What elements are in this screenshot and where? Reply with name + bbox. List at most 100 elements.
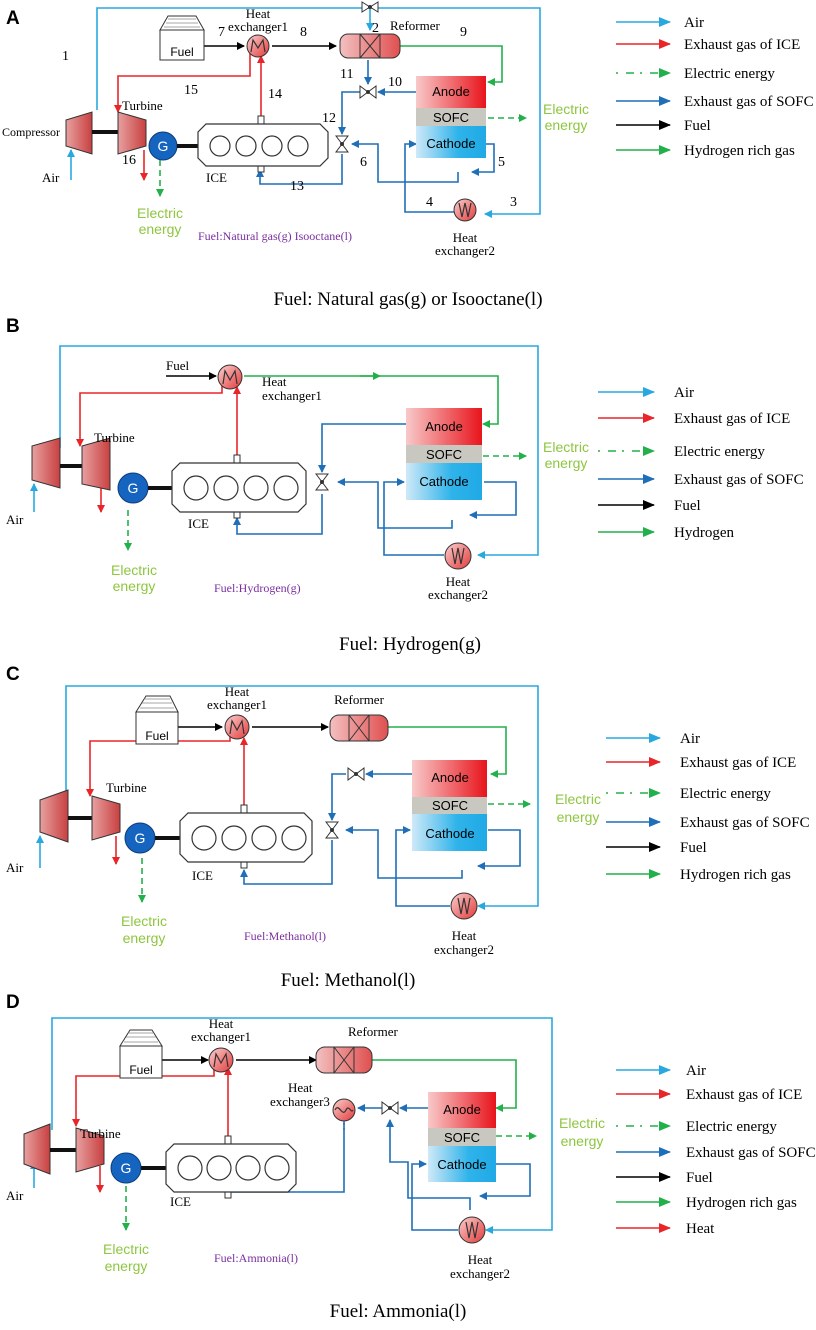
turbine-icon bbox=[91, 795, 121, 841]
reformer-label: Reformer bbox=[348, 1024, 398, 1039]
engine-icon bbox=[171, 454, 307, 519]
electric-energy-left-2: energy bbox=[105, 1258, 148, 1274]
electric-energy-left-1: Electric bbox=[103, 1241, 149, 1257]
heat-exchanger-icon bbox=[453, 198, 477, 222]
ice-label: ICE bbox=[192, 868, 213, 883]
turbine-icon bbox=[75, 1127, 105, 1173]
legend-item: Exhaust gas of SOFC bbox=[680, 815, 810, 831]
turbine-label: Turbine bbox=[80, 1126, 121, 1141]
panel-caption: Fuel: Methanol(l) bbox=[281, 970, 416, 991]
panel-caption: Fuel: Natural gas(g) or Isooctane(l) bbox=[273, 289, 542, 310]
legend-item: Fuel bbox=[674, 498, 701, 514]
reformer-icon bbox=[315, 1046, 373, 1074]
stream-number: 7 bbox=[218, 25, 225, 40]
generator-icon: G bbox=[110, 1152, 142, 1184]
electric-energy-right-1: Electric bbox=[559, 1115, 605, 1131]
hx1-label-2: exchanger1 bbox=[262, 388, 322, 403]
legend-item: Electric energy bbox=[684, 66, 775, 82]
legend-item: Hydrogen rich gas bbox=[684, 143, 795, 159]
hydrogen-lines bbox=[388, 726, 507, 778]
electric-energy-right-2: energy bbox=[561, 1133, 604, 1149]
reformer-label: Reformer bbox=[334, 692, 384, 707]
stream-number: 15 bbox=[184, 83, 198, 98]
hx3-label-2: exchanger3 bbox=[270, 1094, 330, 1109]
panel-letter: D bbox=[6, 992, 20, 1013]
fuel-tank-icon: Fuel bbox=[159, 15, 205, 61]
stream-number: 1 bbox=[62, 49, 69, 64]
stream-number: 8 bbox=[300, 25, 307, 40]
legend-item: Fuel bbox=[680, 840, 707, 856]
air-label: Air bbox=[6, 860, 24, 875]
electric-energy-left-2: energy bbox=[123, 930, 166, 946]
hx1-label-2: exchanger1 bbox=[191, 1029, 251, 1044]
hx2-label-2: exchanger2 bbox=[450, 1266, 510, 1281]
air-lines bbox=[30, 345, 539, 559]
stream-number: 11 bbox=[340, 67, 353, 82]
reformer-label: Reformer bbox=[390, 18, 440, 33]
turbine-label: Turbine bbox=[94, 430, 135, 445]
turbine-icon bbox=[81, 437, 111, 491]
legend-item: Hydrogen rich gas bbox=[686, 1195, 797, 1211]
cathode-label: Cathode bbox=[419, 474, 468, 489]
hydrogen-lines bbox=[244, 372, 499, 428]
electric-energy-left-1: Electric bbox=[111, 562, 157, 578]
air-label: Air bbox=[42, 170, 60, 185]
electric-energy-right-2: energy bbox=[557, 809, 600, 825]
heat-exchanger-icon bbox=[217, 364, 243, 390]
hx2-label-2: exchanger2 bbox=[434, 942, 494, 957]
electric-energy-left-2: energy bbox=[139, 221, 182, 237]
legend-item: Air bbox=[686, 1063, 706, 1079]
hx3-label-1: Heat bbox=[288, 1080, 313, 1095]
panel-d: D Fu bbox=[6, 992, 816, 1322]
hx1-label-1: Heat bbox=[246, 6, 271, 21]
fuel-tank-label: Fuel bbox=[145, 729, 168, 743]
legend-item: Exhaust gas of ICE bbox=[684, 37, 800, 53]
sofc-stack bbox=[428, 1092, 496, 1182]
stream-number: 13 bbox=[290, 179, 304, 194]
hydrogen-lines bbox=[372, 1059, 517, 1112]
panel-b: B Fuel Heat bbox=[6, 316, 804, 655]
legend-item: Exhaust gas of SOFC bbox=[686, 1145, 816, 1161]
valve-icon bbox=[325, 821, 339, 839]
hx2-label-1: Heat bbox=[452, 928, 477, 943]
sofc-label: SOFC bbox=[426, 447, 462, 462]
hydrogen-lines bbox=[400, 45, 503, 86]
cathode-label: Cathode bbox=[425, 826, 474, 841]
engine-icon bbox=[165, 1135, 297, 1199]
compressor-icon bbox=[39, 789, 69, 843]
sofc-label: SOFC bbox=[444, 1130, 480, 1145]
anode-label: Anode bbox=[431, 770, 469, 785]
electric-energy-right-1: Electric bbox=[543, 101, 589, 117]
ice-exhaust-lines bbox=[114, 46, 265, 181]
legend: Air Exhaust gas of ICE Electric energy E… bbox=[616, 1063, 816, 1237]
stream-number: 10 bbox=[388, 75, 402, 90]
panel-a: A bbox=[2, 1, 814, 310]
heat-exchanger-icon bbox=[224, 714, 250, 740]
stream-number: 4 bbox=[426, 195, 433, 210]
panel-letter: A bbox=[6, 8, 20, 29]
hx2-label-1: Heat bbox=[453, 230, 478, 245]
legend: Air Exhaust gas of ICE Electric energy E… bbox=[598, 385, 804, 541]
anode-label: Anode bbox=[425, 419, 463, 434]
heat-exchanger-icon bbox=[450, 892, 478, 920]
electric-energy-right-1: Electric bbox=[543, 439, 589, 455]
legend-item: Exhaust gas of SOFC bbox=[674, 472, 804, 488]
air-lines bbox=[67, 7, 541, 218]
hx1-label-2: exchanger1 bbox=[228, 19, 288, 34]
sofc-exhaust-lines bbox=[256, 60, 495, 213]
generator-label: G bbox=[158, 138, 169, 154]
panel-letter: C bbox=[6, 664, 20, 685]
valve-icon bbox=[359, 85, 377, 99]
compressor-label: Compressor bbox=[2, 125, 60, 139]
stream-number: 3 bbox=[510, 195, 517, 210]
hx1-label-1: Heat bbox=[262, 374, 287, 389]
sofc-stack bbox=[406, 408, 482, 500]
panel-caption: Fuel: Ammonia(l) bbox=[330, 1301, 467, 1322]
fuel-note: Fuel:Hydrogen(g) bbox=[214, 581, 301, 595]
heat-exchanger-icon bbox=[444, 542, 472, 570]
stream-number: 2 bbox=[372, 21, 379, 36]
legend-item: Electric energy bbox=[680, 786, 771, 802]
stream-number: 6 bbox=[360, 155, 367, 170]
fuel-tank-label: Fuel bbox=[170, 45, 193, 59]
generator-label: G bbox=[135, 830, 146, 846]
